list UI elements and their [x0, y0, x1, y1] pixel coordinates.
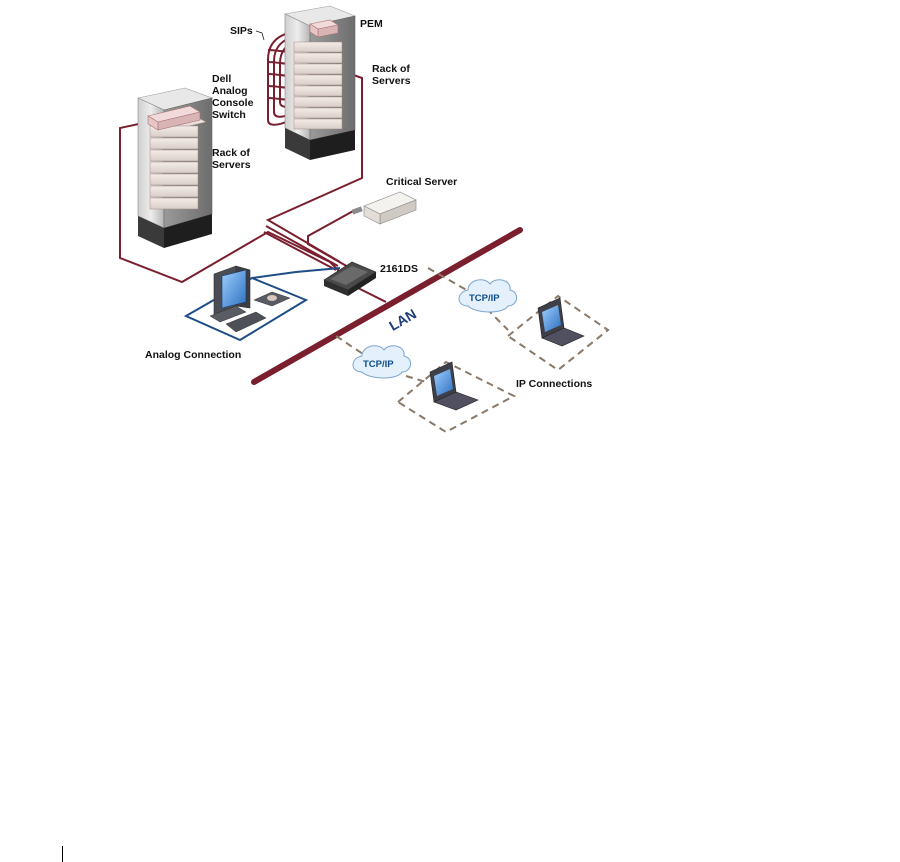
- console-switch-icon: [147, 105, 201, 131]
- 2161ds-switch-icon: [323, 261, 377, 296]
- sips-label: SIPs: [230, 25, 253, 37]
- cloud-icon-upper: TCP/IP: [458, 279, 517, 313]
- ip-connections-label: IP Connections: [516, 378, 592, 390]
- rack-right-label: Rack of Servers: [372, 63, 413, 87]
- page-margin-rule: [62, 846, 63, 862]
- ip-connection-area-upper: [427, 267, 610, 372]
- laptop-icon: [429, 361, 479, 411]
- analog-connection-area: [183, 267, 341, 342]
- ds-unit-label: 2161DS: [380, 263, 418, 275]
- ip-connection-area-lower: [335, 335, 517, 434]
- tcpip-label-lower: TCP/IP: [363, 359, 394, 370]
- critical-server-label: Critical Server: [386, 176, 457, 188]
- analog-connection-label: Analog Connection: [145, 349, 241, 361]
- tcpip-label-upper: TCP/IP: [469, 293, 500, 304]
- server-stack: [293, 41, 343, 130]
- cloud-icon-lower: TCP/IP: [352, 345, 411, 379]
- laptop-icon: [537, 297, 585, 347]
- pem-label: PEM: [360, 18, 383, 30]
- lan-label: LAN: [386, 306, 419, 334]
- server-rack-icon: [284, 5, 357, 160]
- workstation-icon: [209, 265, 291, 333]
- pem-icon: [309, 19, 339, 38]
- rack-left-label: Rack of Servers: [212, 147, 253, 171]
- console-switch-label: Dell Analog Console Switch: [212, 73, 256, 121]
- critical-server-icon: [351, 191, 417, 225]
- lan-line: [251, 227, 523, 385]
